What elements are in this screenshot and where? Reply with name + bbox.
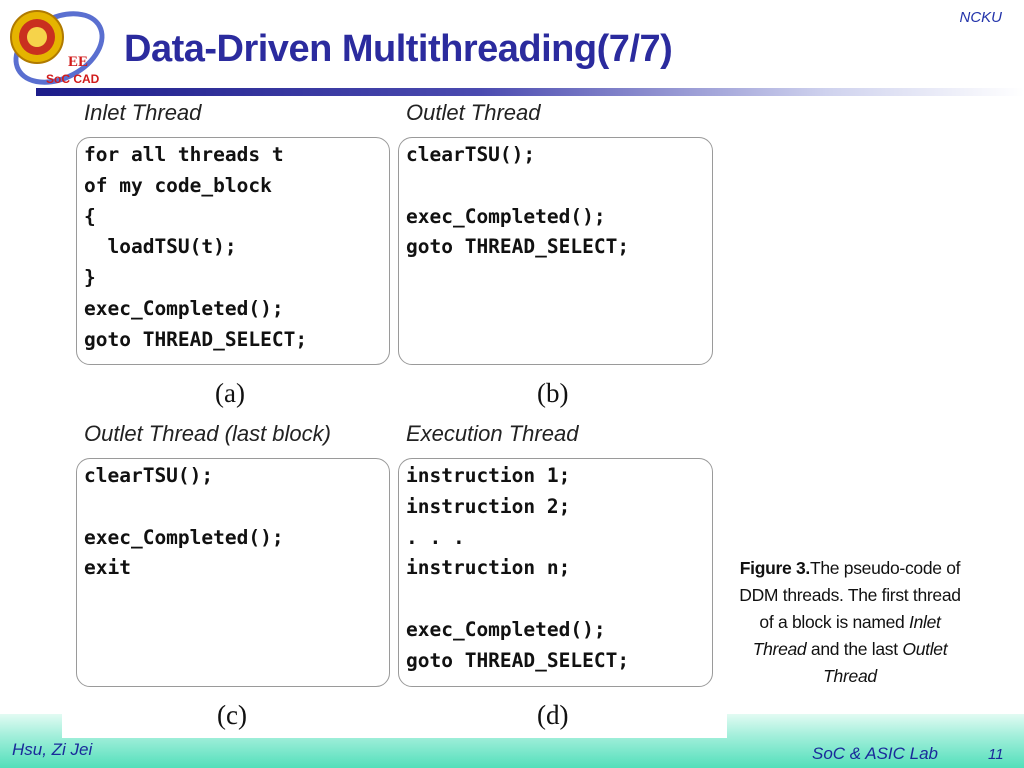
organization-label: NCKU bbox=[959, 9, 1002, 26]
panel-d-caption-overlay: (d) bbox=[537, 700, 569, 730]
panel-b-caption: (b) bbox=[537, 378, 569, 408]
panel-a-caption: (a) bbox=[215, 378, 245, 408]
panel-b-code-box bbox=[398, 137, 713, 365]
author-name: Hsu, Zi Jei bbox=[12, 740, 93, 759]
figure-caption-text-1: The pseudo-code of DDM threads. The firs… bbox=[739, 558, 961, 632]
panel-c-label: Outlet Thread (last block) bbox=[84, 421, 331, 446]
figure-bottom-strip bbox=[62, 712, 727, 738]
panel-a-code-box bbox=[76, 137, 390, 365]
figure-caption-italic-2: Outlet Thread bbox=[823, 639, 948, 686]
panel-d-code-box bbox=[398, 458, 713, 687]
figure-caption-label: Figure 3. bbox=[739, 558, 811, 578]
panel-d-code: instruction 1; instruction 2; . . . inst… bbox=[406, 464, 630, 672]
figure-caption-italic-1: Inlet Thread bbox=[752, 612, 941, 659]
title-divider bbox=[36, 88, 1024, 96]
panel-b-label: Outlet Thread bbox=[406, 100, 541, 125]
panel-c-code: clearTSU(); exec_Completed(); exit bbox=[84, 464, 284, 580]
svg-text:SoC CAD: SoC CAD bbox=[46, 72, 100, 86]
panel-d-label: Execution Thread bbox=[406, 421, 579, 446]
figure-caption-text-2: and the last bbox=[806, 639, 903, 659]
figure-caption: Figure 3.The pseudo-code of DDM threads.… bbox=[732, 555, 968, 690]
panel-c-caption-overlay: (c) bbox=[217, 700, 247, 730]
page-title: Data-Driven Multithreading(7/7) bbox=[124, 28, 673, 70]
panel-a-label: Inlet Thread bbox=[84, 100, 202, 125]
ee-soc-cad-logo: EE SoC CAD bbox=[10, 10, 105, 86]
panel-c-code-box bbox=[76, 458, 390, 687]
lab-name: SoC & ASIC Lab bbox=[812, 744, 938, 763]
svg-text:EE: EE bbox=[68, 54, 88, 70]
page-number: 11 bbox=[988, 746, 1004, 763]
panel-a-code: for all threads t of my code_block { loa… bbox=[84, 143, 308, 351]
panel-b-code: clearTSU(); exec_Completed(); goto THREA… bbox=[406, 143, 630, 259]
